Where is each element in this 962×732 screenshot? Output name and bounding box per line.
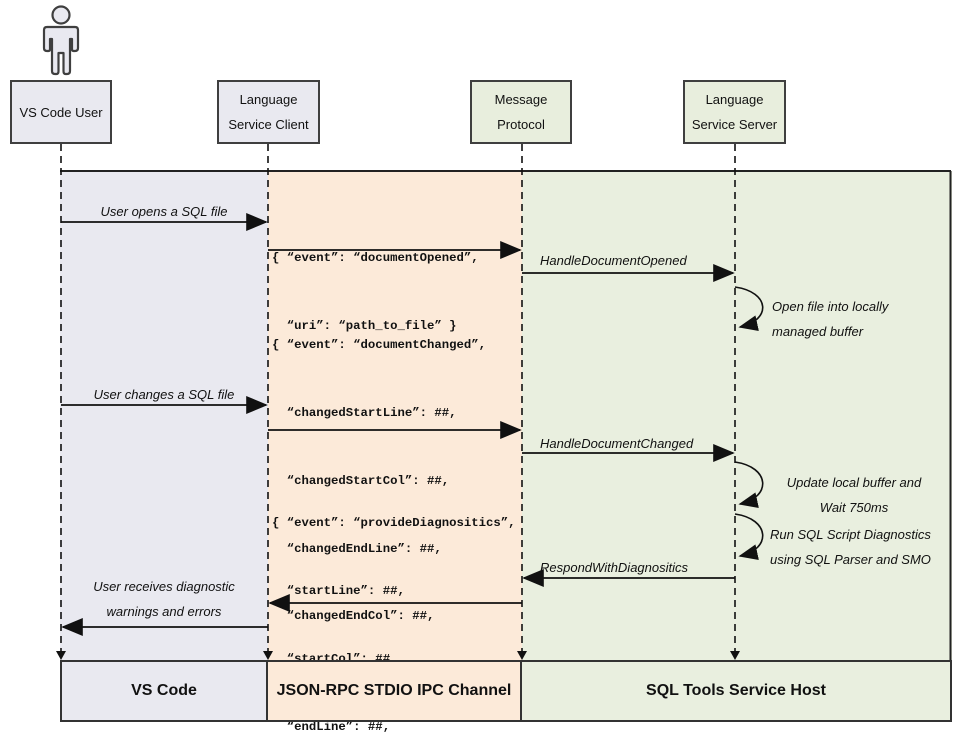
lifeline-end-arrow-protocol <box>517 651 527 660</box>
footer-box-sql-tools-host: SQL Tools Service Host <box>520 660 952 722</box>
actor-label-line2: Service Server <box>691 117 778 132</box>
actor-box-message-protocol: Message Protocol <box>470 80 572 144</box>
footer-box-json-rpc-channel: JSON-RPC STDIO IPC Channel <box>266 660 522 722</box>
actor-box-language-service-server: Language Service Server <box>683 80 786 144</box>
self-loop-run-diagnostics <box>734 513 764 561</box>
self-loop-open-file <box>734 286 764 332</box>
lifeline-end-arrow-user <box>56 651 66 660</box>
footer-box-vscode: VS Code <box>60 660 268 722</box>
actor-box-vscode-user: VS Code User <box>10 80 112 144</box>
label-user-receives-diagnostics: User receives diagnostic warnings and er… <box>93 579 235 619</box>
label-handle-document-opened: HandleDocumentOpened <box>540 253 687 268</box>
actor-label-line1: Message <box>494 92 548 107</box>
self-loop-update-buffer <box>734 461 764 509</box>
actor-label-line1: Language <box>705 92 764 107</box>
actor-label: VS Code User <box>19 104 103 120</box>
actor-label-line1: Language <box>239 92 298 107</box>
person-actor-icon <box>42 5 80 76</box>
label-update-buffer-wait: Update local buffer and Wait 750ms <box>786 475 922 515</box>
label-user-opens-sql-file: User opens a SQL file <box>100 204 228 219</box>
label-run-sql-diagnostics: Run SQL Script Diagnostics using SQL Par… <box>770 527 931 567</box>
lane-ipc-channel <box>268 171 522 660</box>
label-respond-with-diagnostics: RespondWithDiagnositics <box>540 560 689 575</box>
json-payload-provide-diagnostics: { “event”: “provideDiagnositics”, “start… <box>272 516 516 732</box>
actor-label-line2: Service Client <box>228 117 309 132</box>
label-open-file-into-buffer: Open file into locally managed buffer <box>772 299 889 339</box>
actor-label-line2: Protocol <box>497 117 545 132</box>
actor-box-language-service-client: Language Service Client <box>217 80 320 144</box>
lifeline-end-arrow-client <box>263 651 273 660</box>
lane-vscode <box>60 171 268 660</box>
label-user-changes-sql-file: User changes a SQL file <box>93 387 235 402</box>
lifeline-end-arrow-server <box>730 651 740 660</box>
json-payload-document-opened: { “event”: “documentOpened”, “uri”: “pat… <box>272 251 479 333</box>
label-handle-document-changed: HandleDocumentChanged <box>540 436 694 451</box>
